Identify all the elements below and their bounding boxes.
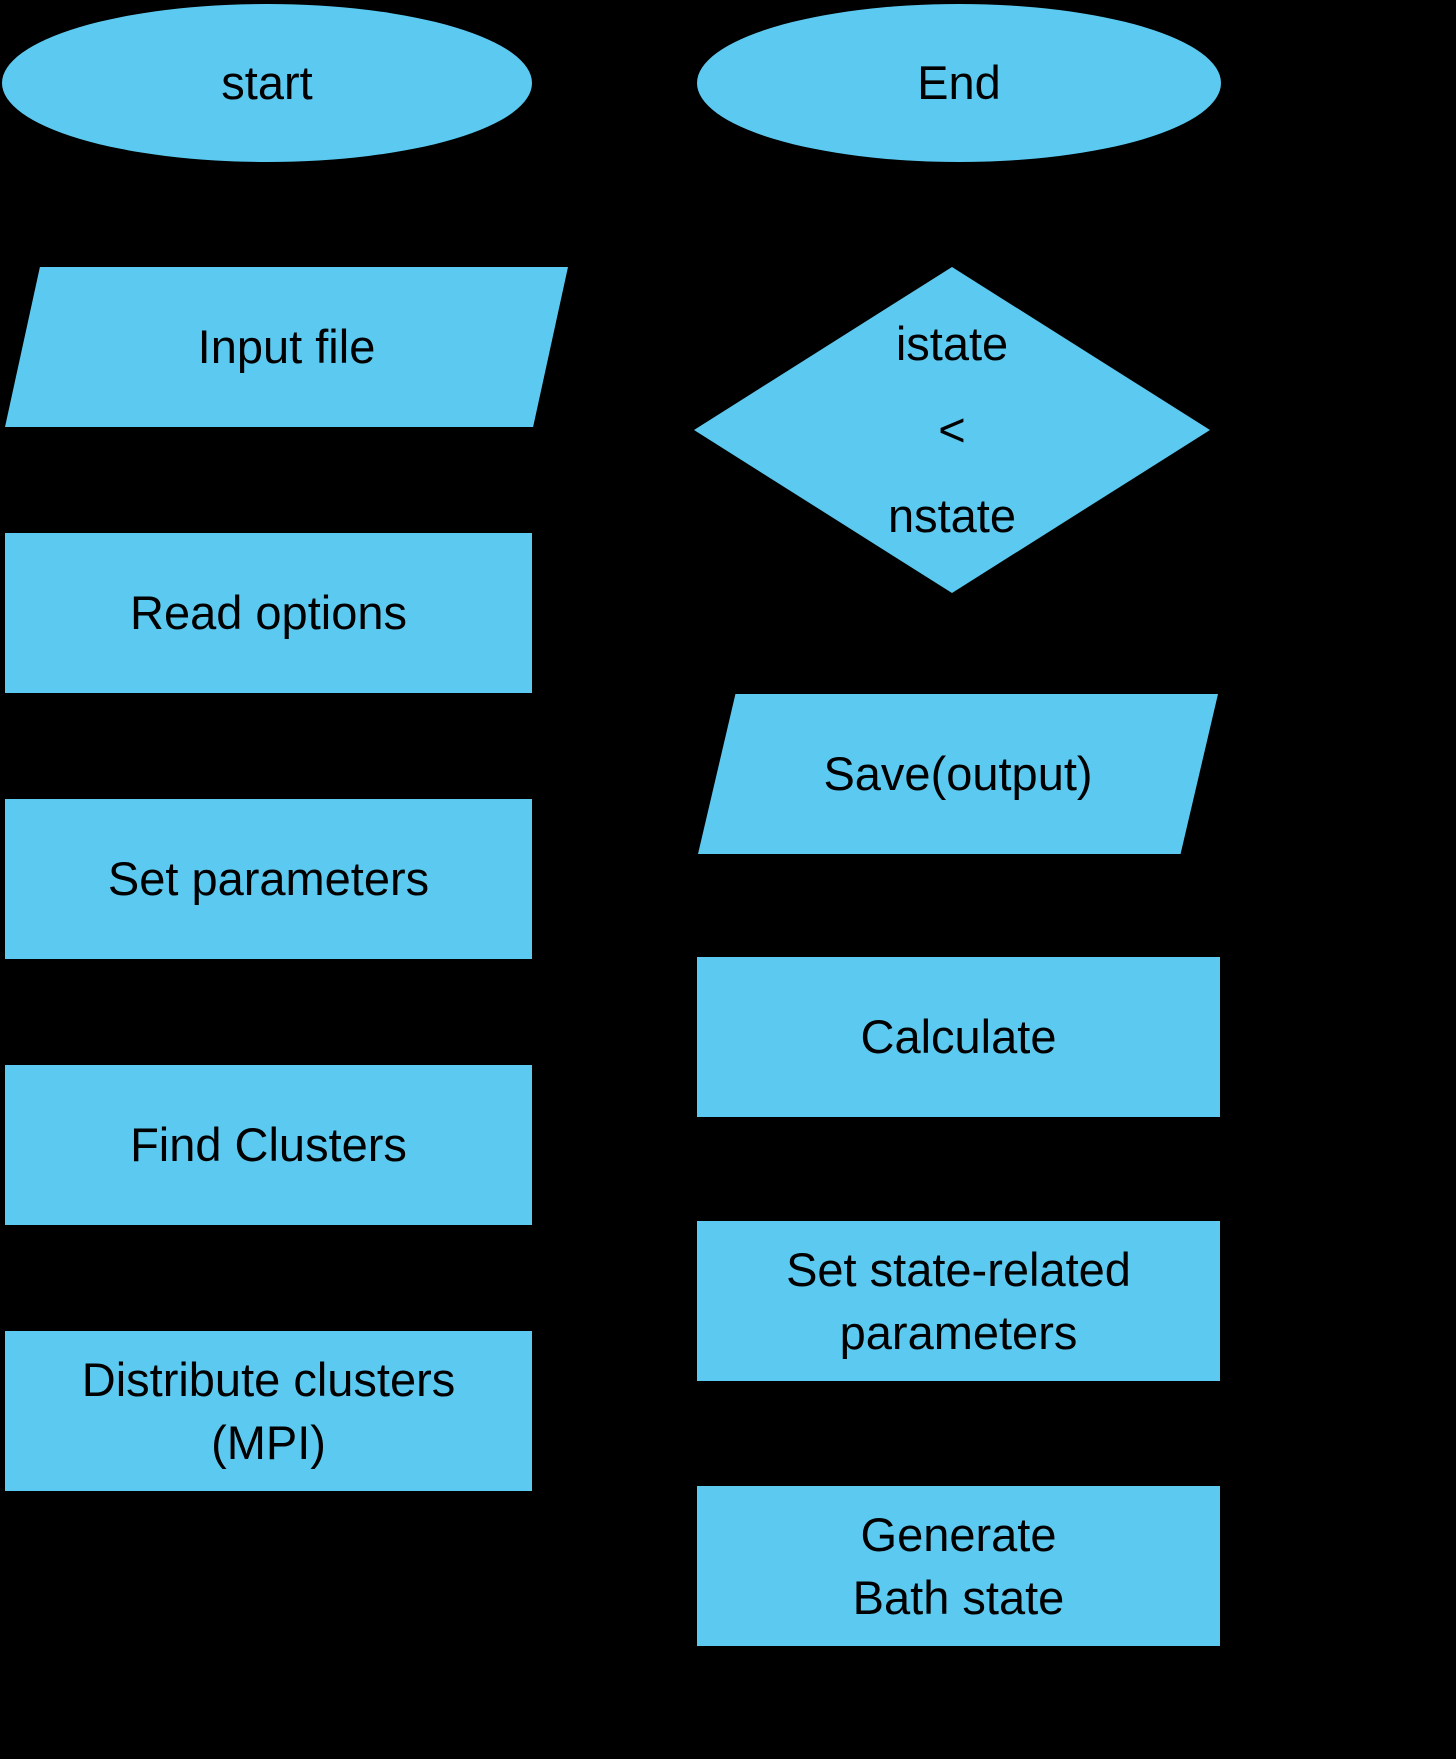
find-clusters-node-label: Find Clusters [130,1118,407,1172]
istate-decision-label-line2: < [938,403,966,456]
set-parameters-node: Set parameters [5,799,532,959]
calculate-node-label: Calculate [860,1010,1057,1064]
istate-decision-label-line3: nstate [887,489,1017,542]
generate-bath-state-node: Generate Bath state [697,1486,1220,1646]
istate-decision-label-line1: istate [895,317,1009,370]
end-node: End [697,4,1221,162]
find-clusters-node: Find Clusters [5,1065,532,1225]
save-output-node-label: Save(output) [823,747,1093,801]
distribute-clusters-node-label-line1: Distribute clusters [81,1353,456,1406]
input-file-node-label: Input file [197,320,376,374]
read-options-node: Read options [5,533,532,693]
read-options-node-label: Read options [130,586,407,640]
input-file-node: Input file [5,267,568,427]
set-parameters-node-label: Set parameters [107,852,430,906]
set-state-related-label-line1: Set state-related [786,1243,1131,1296]
set-state-related-node: Set state-related parameters [697,1221,1220,1381]
distribute-clusters-node-label-line2: (MPI) [211,1416,326,1469]
distribute-clusters-node: Distribute clusters (MPI) [5,1331,532,1491]
generate-bath-state-label-line2: Bath state [852,1571,1065,1624]
save-output-node: Save(output) [698,694,1218,854]
set-state-related-label-line2: parameters [839,1306,1078,1359]
start-node-label: start [221,56,313,110]
generate-bath-state-label-line1: Generate [860,1508,1057,1561]
istate-decision-node: istate < nstate [694,267,1210,593]
end-node-label: End [917,56,1001,110]
calculate-node: Calculate [697,957,1220,1117]
start-node: start [2,4,532,162]
